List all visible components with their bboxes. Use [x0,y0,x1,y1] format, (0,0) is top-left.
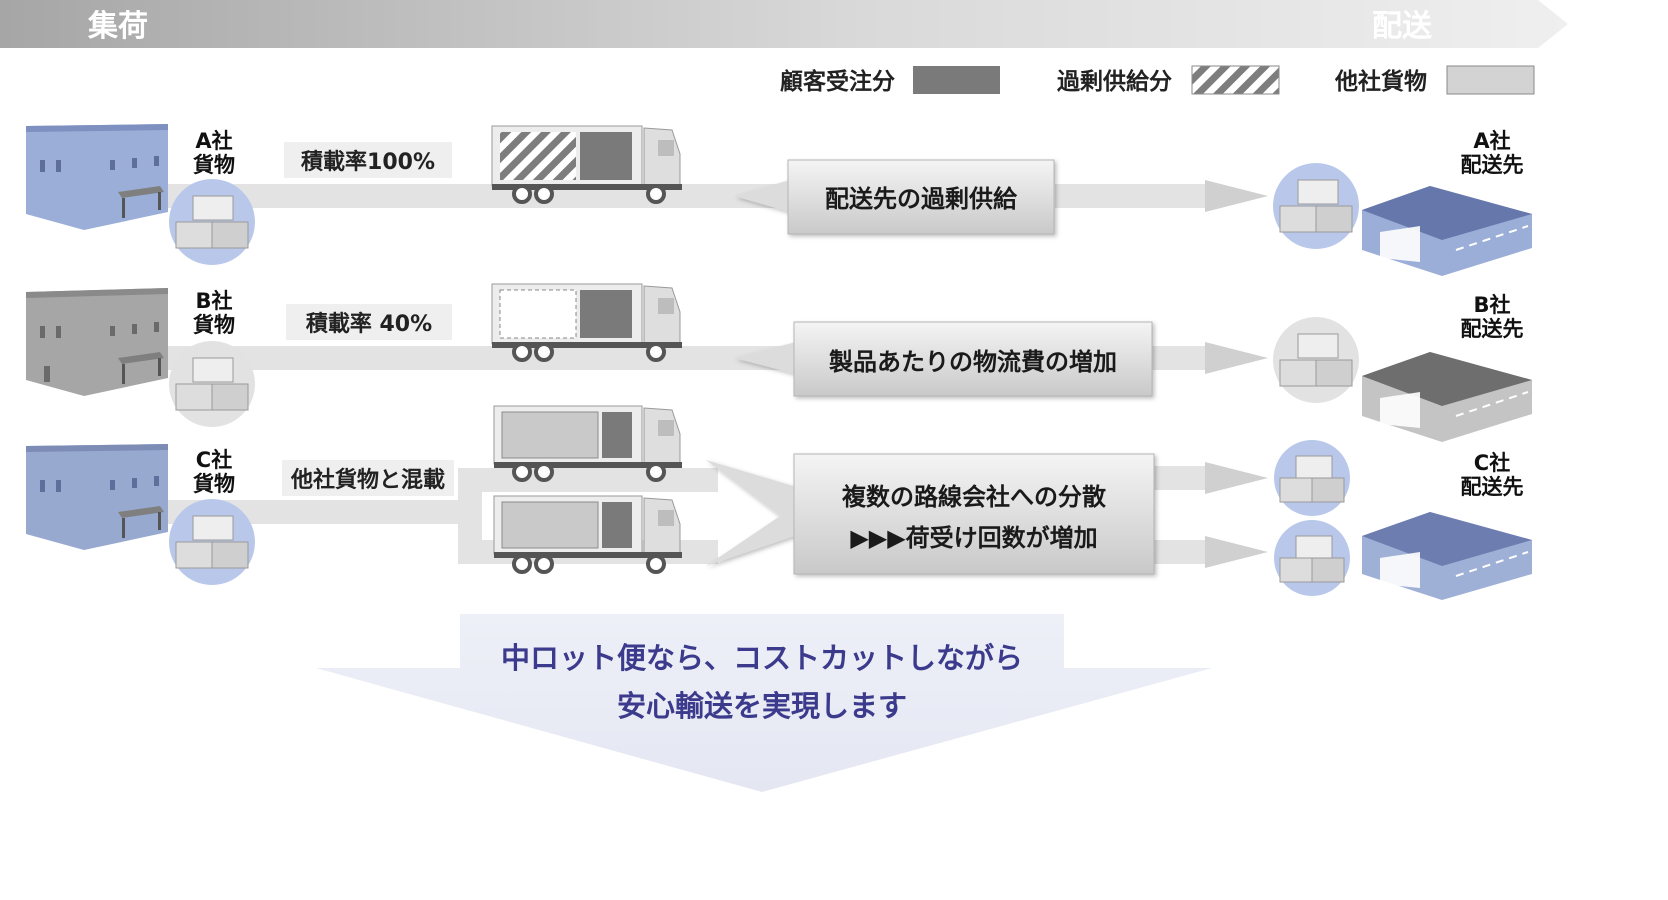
dest-warehouse-icon [1362,512,1532,600]
dest-warehouse-icon [1362,186,1532,276]
callout [706,453,1155,575]
flow-arrow-head [1205,180,1268,212]
flow-band [160,184,800,208]
callout-text-line2: ▶▶▶荷受け回数が増加 [850,524,1097,552]
legend-swatch-oversupply [1191,65,1280,95]
flow-band [458,468,718,492]
callout-text-line1: 複数の路線会社への分散 [842,483,1106,511]
legend-label-oversupply: 過剰供給分 [1057,68,1172,95]
dest-cargo-icon [1274,520,1350,596]
dest-cargo-icon [1273,317,1359,403]
flow-band [1152,466,1215,490]
truck-icon [491,283,682,362]
legend-swatch-other [1446,65,1535,95]
header-left-label: 集荷 [87,9,148,44]
flow-arrow-head [1205,536,1268,568]
sender-label-line2: 貨物 [193,313,235,337]
callout [734,159,1055,235]
flow-band [160,346,800,370]
sender-building [26,288,168,396]
sender-label-line2: 貨物 [193,472,235,496]
sender-building [26,444,168,550]
load-rate-label: 他社貨物と混載 [290,467,445,493]
sender-label-line2: 貨物 [193,153,235,177]
dest-label-line2: 配送先 [1461,317,1524,341]
load-rate-label: 積載率100% [301,149,435,175]
header-right-label: 配送 [1372,9,1432,44]
legend-label-other: 他社貨物 [1334,68,1427,95]
conclusion-line2: 安心輸送を実現します [617,689,907,723]
dest-label-line1: B社 [1473,293,1510,317]
header-banner: 集荷 配送 [0,0,1568,48]
callout-text: 配送先の過剰供給 [825,185,1018,213]
load-rate-box [286,304,452,340]
legend-swatch-ordered [913,66,1000,94]
conclusion-arrow: 中ロット便なら、コストカットしながら 安心輸送を実現します [316,614,1212,792]
row-c: C社 貨物 他社貨物と混載 [26,405,1532,600]
truck-icon [493,405,682,482]
flow-arrow-head [1205,462,1268,494]
callout [734,321,1153,397]
sender-label-line1: C社 [196,448,232,472]
truck-icon [493,495,682,574]
flow-band [1055,184,1215,208]
dest-cargo-icon [1274,440,1350,516]
load-rate-label: 積載率 40% [306,311,432,337]
sender-label-line1: A社 [195,129,232,153]
sender-building [26,124,168,230]
cargo-badge-icon [169,179,255,265]
dest-label-line2: 配送先 [1461,475,1524,499]
legend-label-ordered: 顧客受注分 [780,68,895,95]
conclusion-line1: 中ロット便なら、コストカットしながら [501,641,1023,675]
dest-cargo-icon [1273,163,1359,249]
flow-band [1152,346,1215,370]
truck-icon [491,125,682,204]
dest-warehouse-icon [1362,352,1532,442]
cargo-badge-icon [169,499,255,585]
row-b: B社 貨物 積載率 40% 製品あたりの物流費の増加 [26,283,1532,442]
row-a: A社 貨物 積載率100% 配送先の過剰供給 [26,124,1532,276]
dest-label-line2: 配送先 [1461,153,1524,177]
sender-label-line1: B社 [195,289,232,313]
cargo-badge-icon [169,341,255,427]
load-rate-box [284,142,452,178]
flow-band [1152,540,1215,564]
dest-label-line1: A社 [1473,129,1510,153]
flow-arrow-head [1205,342,1268,374]
callout-text: 製品あたりの物流費の増加 [829,348,1117,376]
load-rate-box [282,460,454,496]
legend: 顧客受注分 過剰供給分 他社貨物 [780,65,1535,95]
dest-label-line1: C社 [1474,451,1510,475]
